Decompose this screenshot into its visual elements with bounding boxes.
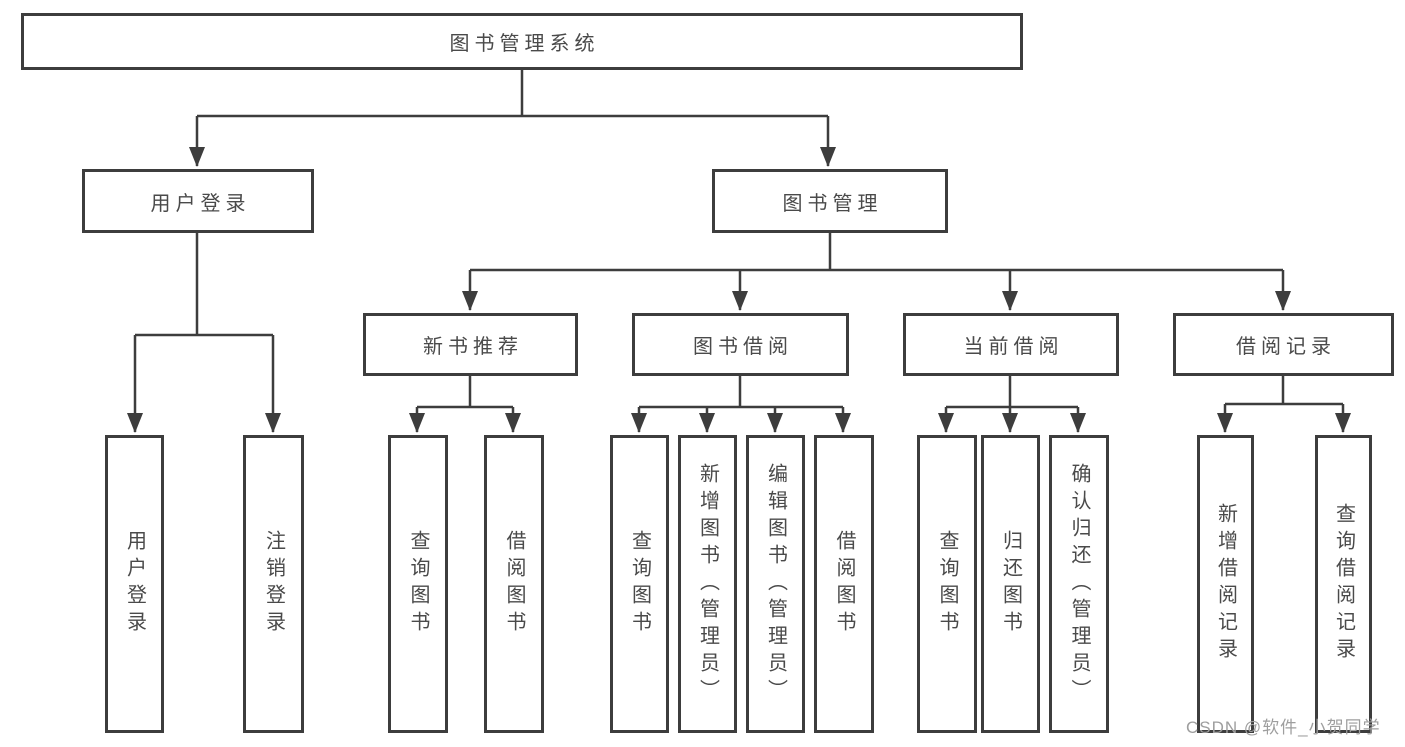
leaf-label: 借阅图书 [833,530,855,638]
leaf-label: 确认归还（管理员） [1068,462,1090,706]
node-borrow-books: 借阅图书 [814,435,874,733]
node-query-books-current: 查询图书 [917,435,977,733]
node-book-management-module: 图书管理 [712,169,948,233]
leaf-label: 查询图书 [628,530,651,638]
csdn-watermark: CSDN @软件_小贺同学 [1186,718,1381,737]
node-query-books-recommend: 查询图书 [388,435,448,733]
leaf-label: 编辑图书（管理员） [764,462,787,706]
leaf-label: 新增图书（管理员） [696,462,719,706]
node-logout: 注销登录 [243,435,304,733]
leaf-label: 归还图书 [999,530,1022,638]
leaf-label: 用户登录 [123,530,146,638]
leaf-label: 查询借阅记录 [1332,503,1355,665]
node-library-management-system: 图书管理系统 [21,13,1023,70]
node-edit-books-admin: 编辑图书（管理员） [746,435,805,733]
leaf-label: 新增借阅记录 [1214,503,1237,665]
node-user-login-module: 用户登录 [82,169,314,233]
node-add-books-admin: 新增图书（管理员） [678,435,737,733]
leaf-label: 查询图书 [407,530,429,638]
node-return-books: 归还图书 [981,435,1040,733]
node-book-borrowing: 图书借阅 [632,313,849,376]
node-user-login: 用户登录 [105,435,164,733]
node-new-book-recommendation: 新书推荐 [363,313,578,376]
node-add-borrow-record: 新增借阅记录 [1197,435,1254,733]
node-current-borrowing: 当前借阅 [903,313,1119,376]
leaf-label: 查询图书 [936,530,958,638]
node-query-borrow-record: 查询借阅记录 [1315,435,1372,733]
node-borrowing-records: 借阅记录 [1173,313,1394,376]
leaf-label: 借阅图书 [503,530,525,638]
node-confirm-return-admin: 确认归还（管理员） [1049,435,1109,733]
node-borrow-books-recommend: 借阅图书 [484,435,544,733]
node-query-books-borrowing: 查询图书 [610,435,669,733]
leaf-label: 注销登录 [262,530,285,638]
